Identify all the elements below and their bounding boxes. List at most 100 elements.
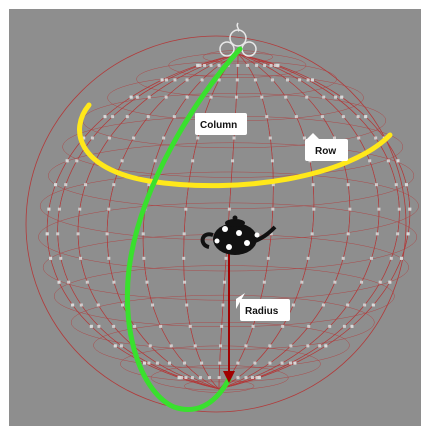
sphere-parallel <box>38 202 418 272</box>
sphere-parallel <box>48 142 415 209</box>
clone-marker <box>172 115 176 119</box>
clone-marker <box>57 207 61 211</box>
scene-canvas: Column Row Radius <box>25 22 419 413</box>
row-highlight-ring <box>77 102 393 189</box>
clone-marker <box>310 78 314 82</box>
clone-marker <box>67 280 71 284</box>
clone-marker <box>227 207 231 211</box>
clone-marker <box>399 256 403 260</box>
clone-marker <box>208 376 212 380</box>
clone-marker <box>200 361 204 365</box>
clone-marker <box>64 183 68 187</box>
clone-marker <box>105 232 109 236</box>
clone-marker <box>103 115 107 119</box>
clone-marker <box>257 376 261 380</box>
clone-marker <box>112 183 116 187</box>
sphere-clone-markers <box>45 63 412 380</box>
clone-marker <box>378 280 382 284</box>
sphere-wireframe <box>25 35 419 413</box>
clone-marker <box>268 344 272 348</box>
sphere-meridian <box>218 53 411 390</box>
clone-marker <box>159 324 163 328</box>
clone-marker <box>151 303 155 307</box>
sphere-meridian <box>106 53 239 390</box>
clone-marker <box>113 344 117 348</box>
column-label: Column <box>200 120 237 131</box>
clone-marker <box>302 136 306 140</box>
clone-marker <box>71 303 75 307</box>
row-callout: Row <box>305 133 348 161</box>
clone-marker <box>121 303 125 307</box>
sphere-outline <box>25 35 407 413</box>
clone-marker <box>394 183 398 187</box>
clone-marker <box>82 136 86 140</box>
clone-marker <box>188 324 192 328</box>
clone-marker <box>274 63 278 67</box>
clone-marker <box>346 183 350 187</box>
clone-marker <box>251 324 255 328</box>
sphere-meridian <box>218 53 400 390</box>
clone-marker <box>406 232 410 236</box>
clone-marker <box>97 324 101 328</box>
clone-marker <box>255 376 259 380</box>
clone-marker <box>184 207 188 211</box>
clone-marker <box>182 232 186 236</box>
pivot-gizmo[interactable] <box>219 22 257 57</box>
clone-marker <box>119 344 123 348</box>
clone-marker <box>269 63 273 67</box>
clone-marker <box>185 78 189 82</box>
clone-marker <box>184 376 188 380</box>
clone-marker <box>78 207 82 211</box>
clone-marker <box>276 63 280 67</box>
clone-marker <box>284 95 288 99</box>
teapot-object[interactable] <box>200 215 277 256</box>
clone-marker <box>85 280 89 284</box>
clone-marker <box>341 115 345 119</box>
clone-marker <box>270 159 274 163</box>
sphere-parallel <box>70 294 375 350</box>
clone-marker <box>262 280 266 284</box>
clone-marker <box>79 303 83 307</box>
clone-marker <box>45 232 49 236</box>
clone-marker <box>357 136 361 140</box>
clone-marker <box>196 63 200 67</box>
clone-marker <box>224 256 228 260</box>
sphere-meridian <box>46 53 239 390</box>
clone-marker <box>404 183 408 187</box>
clone-marker <box>388 280 392 284</box>
clone-marker <box>289 344 293 348</box>
clone-marker <box>47 207 51 211</box>
clone-marker <box>305 95 309 99</box>
sphere-meridian <box>183 53 239 390</box>
clone-marker <box>221 303 225 307</box>
clone-marker <box>198 63 202 67</box>
clone-marker <box>356 115 360 119</box>
clone-marker <box>307 324 311 328</box>
clone-marker <box>133 324 137 328</box>
clone-marker <box>322 95 326 99</box>
clone-marker <box>306 344 310 348</box>
clone-marker <box>310 232 314 236</box>
clone-marker <box>54 183 58 187</box>
clone-marker <box>164 95 168 99</box>
radius-callout: Radius <box>236 293 290 321</box>
clone-marker <box>107 136 111 140</box>
clone-marker <box>255 63 259 67</box>
clone-marker <box>244 344 248 348</box>
sphere-meridian <box>218 53 315 390</box>
clone-marker <box>232 136 236 140</box>
clone-marker <box>306 256 310 260</box>
clone-marker <box>209 95 213 99</box>
clone-marker <box>342 324 346 328</box>
clone-marker <box>218 361 222 365</box>
clone-marker <box>253 78 257 82</box>
clone-marker <box>234 95 238 99</box>
clone-marker <box>219 344 223 348</box>
clone-marker <box>328 324 332 328</box>
clone-marker <box>120 159 124 163</box>
clone-marker <box>386 159 390 163</box>
clone-marker <box>369 256 373 260</box>
clone-marker <box>253 361 257 365</box>
clone-marker <box>112 280 116 284</box>
clone-marker <box>245 63 249 67</box>
